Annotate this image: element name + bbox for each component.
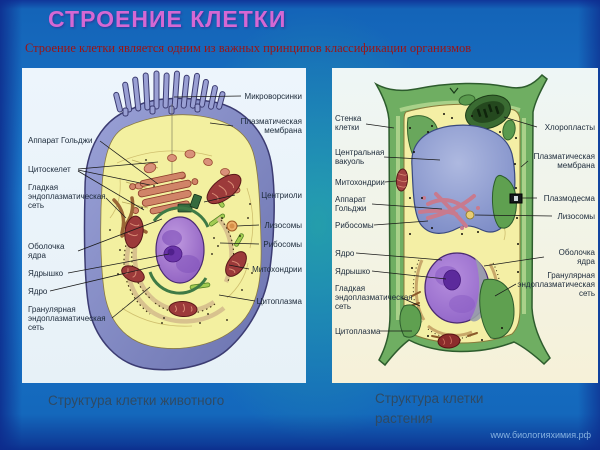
mitochondria: [121, 173, 247, 318]
label-smooth-er: Гладкая эндоплазматическая сеть: [335, 284, 413, 312]
nucleus: [155, 216, 205, 284]
label-nuclear-envelope: Оболочка ядра: [558, 248, 595, 267]
plasmodesma: [509, 193, 523, 204]
label-lysosomes: Лизосомы: [557, 212, 595, 221]
label-granular-er: Гранулярная эндоплазматическая сеть: [517, 271, 595, 299]
label-ribosomes: Рибосомы: [335, 221, 374, 230]
label-golgi: Аппарат Гольджи: [28, 136, 93, 145]
slide-subtitle: Строение клетки является одним из важных…: [25, 41, 472, 55]
label-nucleolus: Ядрышко: [335, 267, 371, 276]
label-cytoplasm: Цитоплазма: [335, 327, 381, 336]
label-smooth-er: Гладкая эндоплазматическая сеть: [28, 183, 106, 211]
label-nuclear-envelope: Оболочка ядра: [28, 242, 65, 261]
cytoplasm-contours: [109, 150, 254, 327]
label-cell-wall: Стенка клетки: [335, 114, 362, 133]
label-central-vacuole: Центральная вакуоль: [335, 148, 385, 167]
footer-url: www.биологияхимия.рф: [490, 430, 591, 440]
plant-cell-panel: Стенка клетки Центральная вакуоль Митохо…: [332, 68, 598, 383]
animal-cell-caption: Структура клетки животного: [48, 393, 225, 408]
mitochondrion-bottom: [437, 333, 461, 349]
label-microvilli: Микроворсинки: [244, 92, 302, 101]
nucleus: [424, 252, 490, 324]
animal-cell-panel: Аппарат Гольджи Цитоскелет Гладкая эндоп…: [22, 68, 306, 383]
chloroplast-blob-bottom-right: [479, 278, 515, 339]
label-plasma-membrane: Плазматическая мембрана: [533, 152, 595, 171]
nucleolus: [443, 269, 461, 291]
lysosome: [465, 210, 475, 220]
label-lines: [355, 116, 553, 332]
wall-pit: [449, 87, 459, 94]
plant-cell-diagram: [355, 73, 553, 367]
label-lysosomes: Лизосомы: [264, 221, 302, 230]
nuclear-envelope: [148, 206, 210, 295]
label-plasma-membrane: Плазматическая мембрана: [240, 117, 302, 136]
plant-cell-caption: Структура клетки растения: [375, 391, 484, 427]
chloroplast-blob-bottom-left: [399, 304, 422, 338]
label-mitochondria: Митохондрии: [252, 265, 302, 274]
lysosome: [226, 220, 238, 232]
centrioles: [177, 193, 202, 213]
golgi-apparatus: [129, 171, 199, 215]
label-granular-er: Гранулярная эндоплазматическая сеть: [28, 305, 106, 333]
label-cytoskeleton: Цитоскелет: [28, 165, 71, 174]
mitochondrion-left: [395, 168, 409, 192]
chloroplast-cluster: [458, 94, 516, 141]
label-ribosomes: Рибосомы: [263, 240, 302, 249]
label-chloroplasts: Хлоропласты: [544, 123, 595, 132]
label-lines: [49, 95, 260, 319]
label-centrioles: Центриоли: [261, 191, 302, 200]
label-nucleolus: Ядрышко: [28, 269, 64, 278]
label-mitochondria: Митохондрии: [335, 178, 385, 187]
ribosomes: [409, 113, 519, 341]
microvilli: [113, 70, 226, 117]
ribosomes: [109, 159, 253, 324]
label-nucleus: Ядро: [28, 287, 48, 296]
golgi-vesicles: [422, 196, 480, 230]
label-golgi: Аппарат Гольджи: [335, 195, 367, 214]
label-cytoplasm: Цитоплазма: [256, 297, 302, 306]
animal-cell-diagram: [49, 70, 275, 371]
page-title: СТРОЕНИЕ КЛЕТКИ: [48, 6, 287, 32]
label-nucleus: Ядро: [335, 249, 355, 258]
label-plasmodesma: Плазмодесма: [543, 194, 595, 203]
